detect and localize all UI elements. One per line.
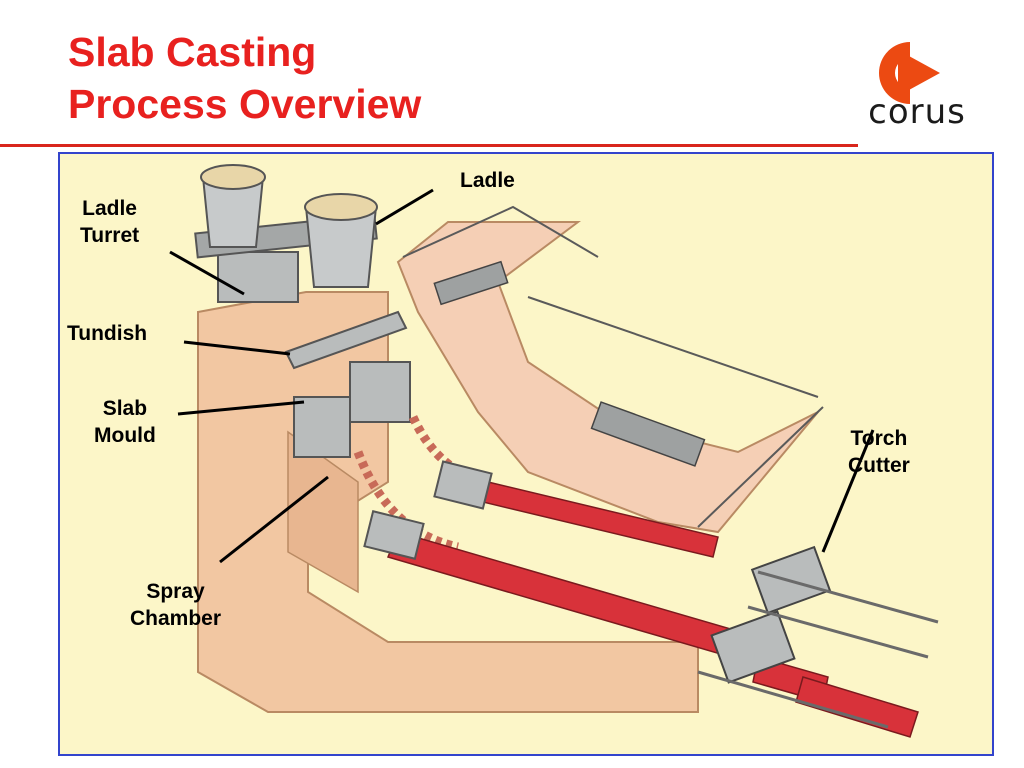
label-spray-chamber-line-2: Chamber [130,607,222,630]
label-tundish: Tundish [67,320,147,347]
runout-strand-upper [433,460,719,558]
label-spray-chamber: Spray Chamber [130,578,221,632]
cut-slabs [752,656,919,738]
label-slab-mould: Slab Mould [94,395,156,449]
tundish [284,310,408,370]
ladle-car [433,260,509,306]
label-torch-cutter-line-1: Torch [850,427,908,450]
upper-platform [396,221,819,534]
title-divider [0,144,858,147]
label-spray-chamber-line-1: Spray [146,580,205,603]
slab-mould-left [293,396,351,458]
label-ladle-turret: Ladle Turret [80,195,139,249]
label-ladle-text: Ladle [460,169,515,192]
corus-logo-icon [879,42,940,104]
leader-lines [169,188,875,564]
page-title: Slab Casting Process Overview [68,26,421,130]
label-ladle-turret-line-2: Turret [80,224,140,247]
slab-casting-diagram [169,164,939,738]
slab-mould-right [349,361,411,423]
label-torch-cutter-line-2: Cutter [848,454,910,477]
ladle-right [304,193,378,288]
ladle-left [200,164,266,248]
title-line-2: Process Overview [68,81,422,127]
label-slab-mould-line-2: Mould [94,424,156,447]
platform-railing [402,205,824,528]
label-tundish-text: Tundish [67,322,148,345]
label-ladle-turret-line-1: Ladle [82,197,137,220]
label-ladle: Ladle [460,167,515,194]
title-line-1: Slab Casting [68,29,317,75]
concrete-steps [287,430,359,594]
platform-car [590,401,706,467]
label-slab-mould-line-1: Slab [102,397,148,420]
torch-cutter-rails [697,570,939,729]
label-torch-cutter: Torch Cutter [848,425,910,479]
corus-logo-text: corus [868,92,966,132]
